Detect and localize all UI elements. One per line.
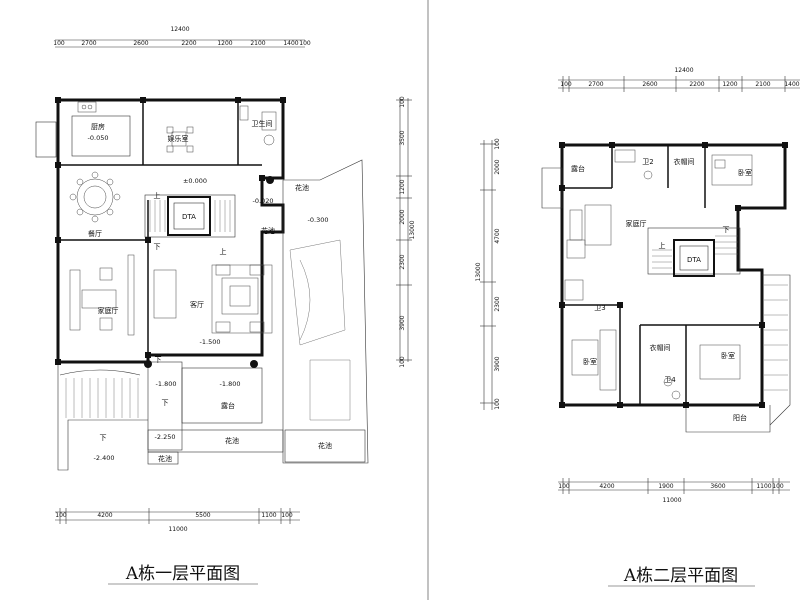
f1-top-dim: 100 [299, 40, 311, 47]
f1-bottom-dim: 4200 [97, 512, 112, 519]
f1-top-dim: 1400 [283, 40, 298, 47]
f2-room-bedroom3: 卧室 [721, 351, 735, 360]
f1-right-total: 13000 [409, 220, 416, 239]
f1-room-dining: 餐厅 [88, 229, 102, 238]
f2-bottom-total: 11000 [662, 497, 681, 504]
f1-arrow-down: 下 [155, 356, 162, 364]
f2-top-total: 12400 [674, 67, 693, 74]
f1-arrow-up: 上 [154, 191, 161, 200]
f1-level-low1: -2.250 [155, 433, 176, 441]
f1-room-entertainment: 娱乐室 [168, 134, 189, 143]
f2-bottom-dim: 3600 [710, 483, 725, 490]
floor1-plan: 12400 100 2700 2600 2200 1200 2100 1400 … [35, 26, 416, 585]
f1-level-stair2: -1.800 [220, 380, 241, 388]
f1-room-kitchen: 厨房 [91, 122, 105, 131]
f1-room-bathroom: 卫生间 [252, 119, 273, 128]
f2-room-bath4: 卫4 [664, 376, 676, 384]
f2-top-dim: 2100 [755, 81, 770, 88]
f1-level-living: -1.500 [200, 338, 221, 346]
f1-arrow-up: 上 [220, 247, 227, 256]
f1-right-dim: 100 [399, 356, 406, 368]
f2-room-bath2: 卫2 [642, 158, 653, 166]
f1-right-dim: 1200 [399, 179, 406, 194]
floor2-title: A栋二层平面图 [623, 566, 738, 586]
f1-bottom-dim: 100 [281, 512, 293, 519]
f1-level-entry: -0.020 [253, 197, 274, 205]
f2-room-family: 家庭厅 [626, 219, 647, 228]
f1-level-stair1: -1.800 [156, 380, 177, 388]
f2-room-terrace: 露台 [571, 164, 585, 173]
f1-room-family: 家庭厅 [98, 306, 119, 315]
f2-bottom-dim: 1900 [658, 483, 673, 490]
f1-level-side: -0.300 [308, 216, 329, 224]
f2-room-balcony: 阳台 [733, 413, 747, 422]
f2-bottom-dim: 1100 [756, 483, 771, 490]
f1-right-dim: 2000 [399, 209, 406, 224]
f1-bottom-total: 11000 [168, 526, 187, 533]
f1-room-planter3: 花池 [225, 436, 239, 445]
f1-bottom-dim: 100 [55, 512, 67, 519]
f1-top-total: 12400 [170, 26, 189, 33]
f2-top-dim: 2600 [642, 81, 657, 88]
f2-top-dim: 1200 [722, 81, 737, 88]
f2-bottom-dim: 100 [558, 483, 570, 490]
f2-left-dim: 3900 [494, 356, 501, 371]
f1-right-dim: 2300 [399, 254, 406, 269]
f2-room-closet1: 衣帽间 [674, 157, 695, 166]
f1-room-planter2: 花池 [261, 226, 275, 235]
f2-room-closet2: 衣帽间 [650, 343, 671, 352]
f2-top-dim: 2200 [689, 81, 704, 88]
f2-elevator-label: DTA [687, 256, 701, 264]
f1-level-kitchen: -0.050 [88, 134, 109, 142]
f1-room-terrace: 露台 [221, 401, 235, 410]
f1-top-dim: 1200 [217, 40, 232, 47]
f2-left-dim: 100 [494, 398, 501, 410]
f1-top-dim: 100 [53, 40, 65, 47]
f2-room-bath3: 卫3 [594, 304, 605, 312]
f2-left-dim: 2300 [494, 296, 501, 311]
f1-right-dim: 3500 [399, 130, 406, 145]
f2-top-dim: 1400 [784, 81, 799, 88]
f1-arrow-down: 下 [100, 434, 107, 442]
f2-bottom-dim: 4200 [599, 483, 614, 490]
f2-top-dim: 100 [560, 81, 572, 88]
f2-left-dim: 100 [494, 138, 501, 150]
f1-top-dim: 2200 [181, 40, 196, 47]
f1-right-dim: 3900 [399, 315, 406, 330]
f2-left-total: 13000 [475, 262, 482, 281]
f2-room-bedroom1: 卧室 [738, 168, 752, 177]
f1-top-dimensions: 100 2700 2600 2200 1200 2100 1400 100 [53, 40, 311, 47]
f1-elevator-label: DTA [182, 213, 196, 221]
f1-level-hall: ±0.000 [183, 177, 207, 185]
f2-bottom-dim: 100 [772, 483, 784, 490]
f1-top-dim: 2600 [133, 40, 148, 47]
f1-bottom-dim: 5500 [195, 512, 210, 519]
f1-right-dimensions: 100 3500 1200 2000 2300 3900 100 13000 [399, 96, 416, 368]
f2-left-dim: 4700 [494, 228, 501, 243]
f1-bottom-dim: 1100 [261, 512, 276, 519]
f1-arrow-down: 下 [162, 399, 169, 407]
f2-arrow-down: 下 [723, 226, 730, 234]
f2-arrow-up: 上 [659, 241, 666, 250]
f2-room-bedroom2: 卧室 [583, 357, 597, 366]
f1-right-dim: 100 [399, 96, 406, 108]
floor2-plan: 12400 100 2700 2600 2200 1200 2100 1400 … [475, 67, 800, 587]
f2-top-dim: 2700 [588, 81, 603, 88]
f1-room-planter4: 花池 [318, 441, 332, 450]
floor1-title: A栋一层平面图 [125, 564, 240, 584]
f1-level-low2: -2.400 [94, 454, 115, 462]
f1-top-dim: 2100 [250, 40, 265, 47]
f1-room-planter5: 花池 [158, 454, 172, 463]
f1-room-living: 客厅 [190, 300, 204, 309]
f2-left-dim: 2000 [494, 159, 501, 174]
f1-arrow-down: 下 [154, 243, 161, 251]
f1-room-planter1: 花池 [295, 183, 309, 192]
f1-top-dim: 2700 [81, 40, 96, 47]
